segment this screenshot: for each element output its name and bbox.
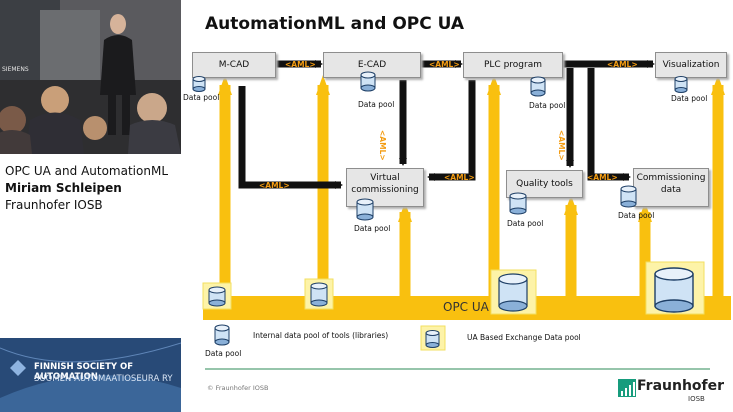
tool-virtual-commissioning[interactable]: Virtual commissioning (346, 168, 424, 207)
fraunhofer-logo-sub: IOSB (688, 395, 705, 403)
data-pool-label-plc: Data pool (529, 101, 566, 110)
opc-ua-bus (203, 296, 731, 320)
video-frame (0, 0, 181, 154)
tool-commissioning-label-1: Commissioning (636, 173, 706, 183)
tool-ecad-label: E-CAD (357, 60, 387, 70)
banner-subtitle: SUOMEN AUTOMAATIOSEURA RY (34, 374, 173, 384)
aml-label-plc-commissioning: <AML> (587, 173, 618, 182)
speaker-caption: OPC UA and AutomationML Miriam Schleipen… (5, 163, 181, 214)
legend-internal-sublabel: Data pool (205, 349, 242, 358)
opc-ua-bus-label: OPC UA (443, 300, 489, 314)
tool-plc-label: PLC program (483, 60, 542, 70)
speaker-name: Miriam Schleipen (5, 181, 122, 195)
data-pool-label-commissioning: Data pool (618, 211, 655, 220)
fraunhofer-logo-icon (618, 379, 636, 397)
aml-label-ecad-virtual: <AML> (378, 130, 387, 161)
speaker-affiliation: Fraunhofer IOSB (5, 198, 103, 212)
data-pool-label-mcad: Data pool (183, 93, 220, 102)
tool-commissioning-data[interactable]: Commissioning data (633, 168, 709, 207)
aml-label-mcad-virtual: <AML> (259, 181, 290, 190)
data-pool-label-ecad: Data pool (358, 100, 395, 109)
tool-quality-label: Quality tools (516, 179, 573, 189)
society-banner: FINNISH SOCIETY OF AUTOMATION SUOMEN AUT… (0, 338, 181, 412)
tool-visualization-label: Visualization (662, 60, 720, 70)
society-logo-icon (10, 360, 26, 376)
data-pool-label-quality: Data pool (507, 219, 544, 228)
left-panel: SIEMENS OPC UA and AutomationML Miriam S… (0, 0, 181, 412)
tool-quality-tools[interactable]: Quality tools (506, 170, 583, 198)
bus-pool-highlight-3 (490, 269, 537, 315)
siemens-sign: SIEMENS (2, 66, 29, 73)
data-pool-label-virtual: Data pool (354, 224, 391, 233)
tool-virtual-label-1: Virtual (370, 173, 400, 183)
banner-background (0, 338, 181, 412)
legend-ua-highlight (420, 325, 446, 351)
tool-commissioning-label-2: data (660, 185, 682, 195)
tool-visualization[interactable]: Visualization (655, 52, 727, 78)
data-pool-label-vis: Data pool (671, 94, 708, 103)
banner-title: FINNISH SOCIETY OF AUTOMATION (34, 362, 134, 382)
aml-label-plc-vis: <AML> (607, 60, 638, 69)
fraunhofer-logo-word: Fraunhofer (637, 378, 725, 394)
tool-plc-program[interactable]: PLC program (463, 52, 563, 78)
aml-label-ecad-plc: <AML> (429, 60, 460, 69)
presenter-video[interactable]: SIEMENS (0, 0, 181, 154)
aml-label-plc-virtual: <AML> (444, 173, 475, 182)
aml-label-mcad-ecad: <AML> (285, 60, 316, 69)
tool-virtual-label-2: commissioning (351, 185, 419, 195)
tool-ecad[interactable]: E-CAD (323, 52, 421, 78)
legend-ua-text: UA Based Exchange Data pool (467, 333, 581, 342)
bus-pool-highlight-4 (645, 261, 705, 315)
aml-arrow-plc-commissioning (587, 68, 631, 181)
aml-label-plc-quality: <AML> (557, 130, 566, 161)
slide-title: AutomationML and OPC UA (205, 14, 465, 34)
copyright-text: © Fraunhofer IOSB (207, 384, 269, 392)
legend-internal-text: Internal data pool of tools (libraries) (253, 331, 389, 340)
tool-mcad-label: M-CAD (218, 60, 250, 70)
aml-arrow-plc-virtual (427, 80, 476, 181)
tool-mcad[interactable]: M-CAD (192, 52, 276, 78)
bus-pool-highlight-2 (304, 278, 334, 310)
bus-pool-highlight-1 (202, 282, 232, 310)
aml-arrow-mcad-virtual (238, 86, 343, 189)
talk-title: OPC UA and AutomationML (5, 164, 169, 178)
slide: AutomationML and OPC UA (181, 0, 733, 412)
